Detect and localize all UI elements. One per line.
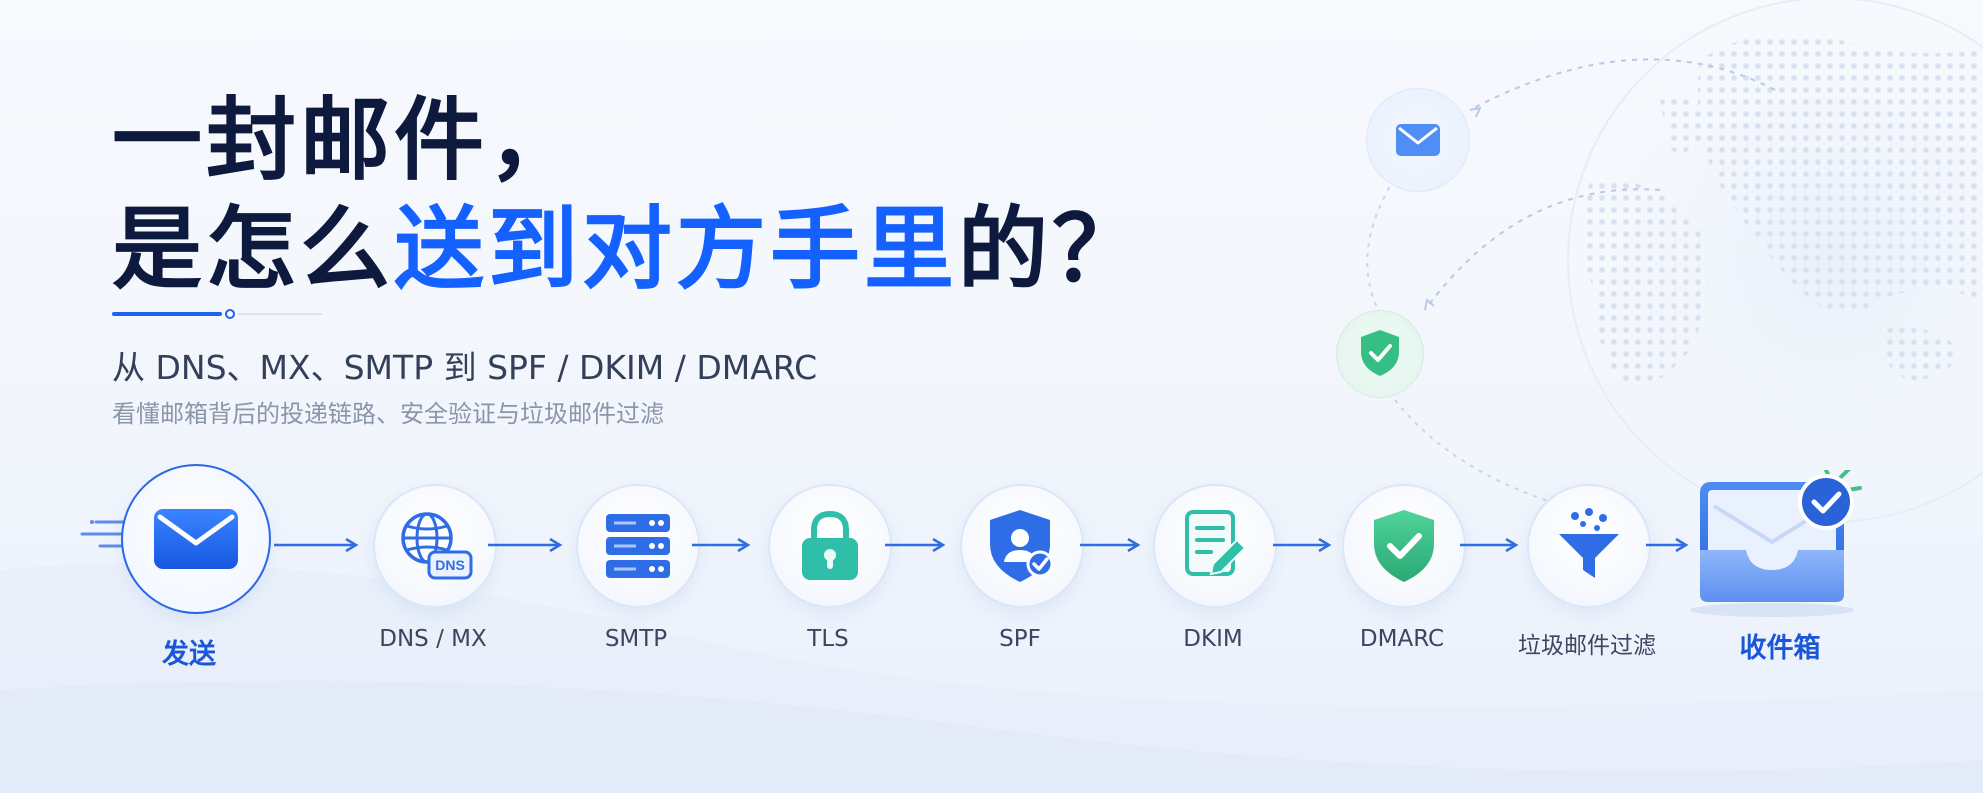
flow-arrow — [1273, 538, 1333, 552]
title-line-1: 一封邮件， — [112, 96, 582, 186]
caption: 看懂邮箱背后的投递链路、安全验证与垃圾邮件过滤 — [112, 400, 664, 428]
flow-arrow — [488, 538, 564, 552]
title-suffix: 的？ — [958, 197, 1146, 302]
flow-step-dkim: DKIM — [1123, 478, 1303, 688]
floating-shield-badge — [1336, 310, 1424, 398]
globe-dns-icon: DNS — [401, 512, 473, 580]
floating-mail-badge — [1366, 88, 1470, 192]
title-prefix: 是怎么 — [112, 197, 394, 302]
flow-step-smtp: SMTP — [546, 478, 726, 688]
flow-arrow — [885, 538, 947, 552]
mail-icon — [154, 509, 238, 569]
flow-arrow — [1460, 538, 1520, 552]
step-label-spf: SPF — [999, 626, 1041, 652]
flow-arrow — [1080, 538, 1142, 552]
flow-arrow — [692, 538, 752, 552]
step-label-spam-filter: 垃圾邮件过滤 — [1518, 633, 1656, 659]
mail-icon — [1396, 124, 1440, 156]
lock-icon — [802, 510, 858, 580]
funnel-icon — [1559, 508, 1619, 578]
flow-step-spf: SPF — [930, 478, 1110, 688]
flow-arrow — [274, 538, 360, 552]
flow-arrow — [1646, 538, 1690, 552]
step-label-smtp: SMTP — [604, 626, 668, 652]
flow-step-spam-filter: 垃圾邮件过滤 — [1497, 478, 1677, 688]
step-label-dkim: DKIM — [1183, 626, 1243, 652]
dns-badge-text: DNS — [435, 557, 465, 573]
step-label-dns-mx: DNS / MX — [379, 626, 487, 652]
title-line-2: 是怎么送到对方手里的？ — [112, 205, 1146, 295]
flow-step-inbox: 收件箱 — [1690, 470, 1870, 680]
step-label-tls: TLS — [807, 626, 849, 652]
title-line-1-text: 一封邮件， — [112, 88, 582, 193]
step-label-inbox: 收件箱 — [1739, 633, 1821, 664]
subtitle: 从 DNS、MX、SMTP 到 SPF / DKIM / DMARC — [112, 348, 818, 387]
inbox-check-icon — [1690, 470, 1862, 617]
title-divider — [112, 309, 322, 319]
document-sign-icon — [1185, 510, 1247, 576]
step-label-dmarc: DMARC — [1359, 626, 1445, 652]
flow-step-send: 发送 — [104, 462, 274, 672]
title-highlight: 送到对方手里 — [394, 197, 958, 302]
shield-check-icon — [1361, 330, 1399, 376]
flow-step-dns-mx: DNS DNS / MX — [343, 478, 523, 688]
flow-step-tls: TLS — [738, 478, 918, 688]
server-icon — [606, 514, 670, 578]
shield-user-icon — [990, 510, 1054, 582]
step-label-send: 发送 — [162, 639, 216, 670]
flow-step-dmarc: DMARC — [1312, 478, 1492, 688]
shield-check-icon — [1374, 510, 1434, 582]
